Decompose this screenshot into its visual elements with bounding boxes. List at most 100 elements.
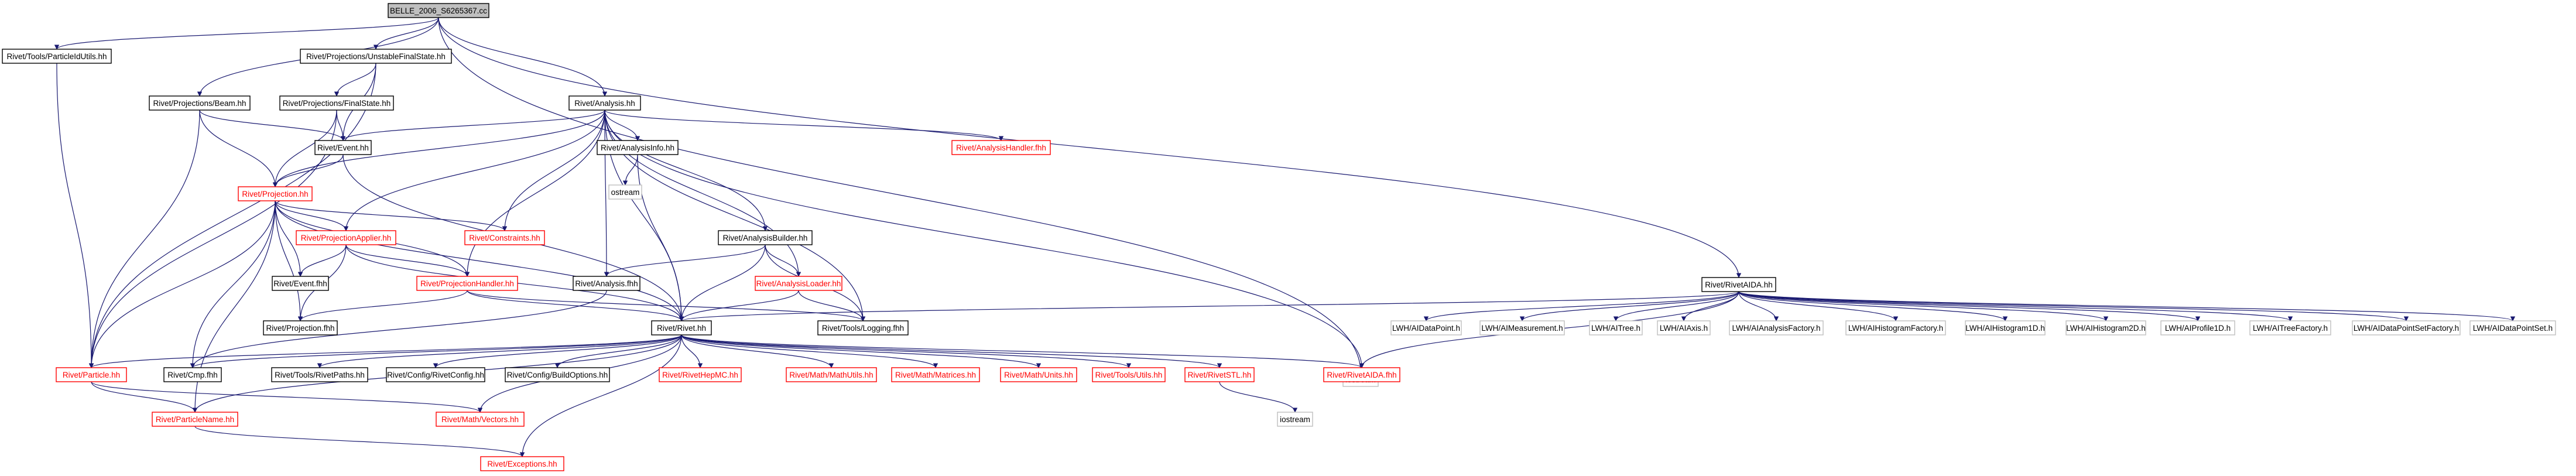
node-analysisf[interactable]: Rivet/Analysis.fhh xyxy=(573,276,640,291)
node-label: LWH/AIHistogramFactory.h xyxy=(1848,324,1943,333)
node-event[interactable]: Rivet/Event.hh xyxy=(314,140,372,155)
edge-analysis-to-analysishandlerf xyxy=(604,109,1004,141)
edge-pidutils-to-particle xyxy=(56,63,94,368)
edge-projection-to-cmp xyxy=(190,200,276,368)
edge-particlename-to-exceptions xyxy=(194,426,525,457)
node-buildoptions[interactable]: Rivet/Config/BuildOptions.hh xyxy=(505,367,610,382)
node-box xyxy=(2352,320,2461,335)
node-projectionf[interactable]: Rivet/Projection.fhh xyxy=(263,320,338,335)
edge-root-to-rivetaida xyxy=(438,17,1742,278)
node-lwh_datapoint[interactable]: LWH/AIDataPoint.h xyxy=(1390,320,1462,335)
node-lwh_profile1d[interactable]: LWH/AIProfile1D.h xyxy=(2160,320,2235,335)
node-label: LWH/AIHistogram1D.h xyxy=(1965,324,2045,333)
node-lwh_dps[interactable]: LWH/AIDataPointSet.h xyxy=(2469,320,2556,335)
node-projapplier[interactable]: Rivet/ProjectionApplier.hh xyxy=(296,230,396,245)
node-analysishandlerf[interactable]: Rivet/AnalysisHandler.fhh xyxy=(951,140,1051,155)
node-box xyxy=(1701,277,1776,292)
node-lwh_axis[interactable]: LWH/AIAxis.h xyxy=(1657,320,1711,335)
node-eventf[interactable]: Rivet/Event.fhh xyxy=(272,276,329,291)
node-box xyxy=(2160,320,2235,335)
edge-analysis-to-analysisf xyxy=(604,109,609,277)
node-label: Rivet/AnalysisInfo.hh xyxy=(601,143,674,152)
node-rivetconfig[interactable]: Rivet/Config/RivetConfig.hh xyxy=(386,367,485,382)
node-iostream_bot[interactable]: iostream xyxy=(1277,412,1313,427)
node-particlename[interactable]: Rivet/ParticleName.hh xyxy=(152,412,238,427)
node-label: BELLE_2006_S6265367.cc xyxy=(390,6,487,15)
node-label: Rivet/RivetHepMC.hh xyxy=(662,371,738,379)
node-box xyxy=(1479,320,1565,335)
node-lwh_histo1d[interactable]: LWH/AIHistogram1D.h xyxy=(1965,320,2046,335)
edge-unstable-to-particle xyxy=(88,63,376,368)
node-label: Rivet/Exceptions.hh xyxy=(487,460,557,468)
node-box xyxy=(1323,367,1400,382)
node-root[interactable]: BELLE_2006_S6265367.cc xyxy=(388,3,489,18)
node-lwh_tree[interactable]: LWH/AITree.h xyxy=(1589,320,1643,335)
edge-rivethh-to-toolsutils xyxy=(681,334,1131,368)
node-toolsutils[interactable]: Rivet/Tools/Utils.hh xyxy=(1092,367,1166,382)
node-label: Rivet/AnalysisHandler.fhh xyxy=(956,143,1046,152)
node-constraints[interactable]: Rivet/Constraints.hh xyxy=(464,230,545,245)
node-cmp[interactable]: Rivet/Cmp.fhh xyxy=(163,367,222,382)
node-particle[interactable]: Rivet/Particle.hh xyxy=(56,367,127,382)
node-pidutils[interactable]: Rivet/Tools/ParticleIdUtils.hh xyxy=(2,49,112,64)
node-box xyxy=(651,320,712,335)
node-rivetpaths[interactable]: Rivet/Tools/RivetPaths.hh xyxy=(271,367,368,382)
node-lwh_analysisfactory[interactable]: LWH/AIAnalysisFactory.h xyxy=(1729,320,1824,335)
node-lwh_histofactory[interactable]: LWH/AIHistogramFactory.h xyxy=(1845,320,1946,335)
node-box xyxy=(314,140,372,155)
node-mathutils[interactable]: Rivet/Math/MathUtils.hh xyxy=(786,367,877,382)
node-exceptions[interactable]: Rivet/Exceptions.hh xyxy=(480,456,564,471)
node-matrices[interactable]: Rivet/Math/Matrices.hh xyxy=(891,367,980,382)
node-lwh_histo2d[interactable]: LWH/AIHistogram2D.h xyxy=(2065,320,2146,335)
node-label: Rivet/Analysis.fhh xyxy=(575,279,638,288)
node-label: Rivet/ProjectionApplier.hh xyxy=(301,234,392,242)
node-unstable[interactable]: Rivet/Projections/UnstableFinalState.hh xyxy=(300,49,452,64)
node-analysisloader[interactable]: Rivet/AnalysisLoader.hh xyxy=(755,276,842,291)
node-label: Rivet/Config/RivetConfig.hh xyxy=(387,371,484,379)
node-lwh_measurement[interactable]: LWH/AIMeasurement.h xyxy=(1479,320,1565,335)
node-lwh_treefactory[interactable]: LWH/AITreeFactory.h xyxy=(2249,320,2331,335)
node-vectors[interactable]: Rivet/Math/Vectors.hh xyxy=(436,412,525,427)
node-label: Rivet/RivetAIDA.hh xyxy=(1705,280,1773,289)
node-analysisinfo[interactable]: Rivet/AnalysisInfo.hh xyxy=(597,140,679,155)
node-box xyxy=(279,95,394,111)
node-label: Rivet/Rivet.hh xyxy=(657,324,706,333)
edge-rivethh-to-rivetconfig xyxy=(433,334,682,368)
node-lwh_dpsfactory[interactable]: LWH/AIDataPointSetFactory.h xyxy=(2352,320,2461,335)
node-label: Rivet/Projection.fhh xyxy=(266,324,334,333)
node-rivetaidaf[interactable]: Rivet/RivetAIDA.fhh xyxy=(1323,367,1400,382)
node-box xyxy=(786,367,877,382)
node-box xyxy=(2065,320,2146,335)
node-rivetaida[interactable]: Rivet/RivetAIDA.hh xyxy=(1701,277,1776,292)
edge-particle-to-vectors xyxy=(91,381,483,413)
node-loggingf[interactable]: Rivet/Tools/Logging.fhh xyxy=(817,320,909,335)
node-finalstate[interactable]: Rivet/Projections/FinalState.hh xyxy=(279,95,394,111)
node-rivethh[interactable]: Rivet/Rivet.hh xyxy=(651,320,712,335)
node-label: Rivet/AnalysisBuilder.hh xyxy=(723,234,808,242)
node-label: Rivet/Analysis.hh xyxy=(574,99,635,108)
node-rivetstl[interactable]: Rivet/RivetSTL.hh xyxy=(1184,367,1255,382)
node-analysisbuilder[interactable]: Rivet/AnalysisBuilder.hh xyxy=(718,230,813,245)
edge-analysisbuilder-to-rivethh xyxy=(679,244,766,321)
node-label: Rivet/Tools/RivetPaths.hh xyxy=(275,371,365,379)
node-ostream[interactable]: ostream xyxy=(608,184,642,200)
node-units[interactable]: Rivet/Math/Units.hh xyxy=(1000,367,1077,382)
node-label: Rivet/Math/MathUtils.hh xyxy=(789,371,873,379)
edge-particle-to-particlename xyxy=(91,381,198,413)
node-box xyxy=(597,140,679,155)
edge-analysis-to-event xyxy=(340,109,605,141)
edge-projection-to-projapplier xyxy=(275,200,349,231)
node-analysis[interactable]: Rivet/Analysis.hh xyxy=(568,95,641,111)
node-box xyxy=(1965,320,2046,335)
edge-analysis-to-analysisinfo xyxy=(604,109,640,141)
node-label: Rivet/Tools/ParticleIdUtils.hh xyxy=(6,52,107,61)
edge-analysis-to-rivetaidaf xyxy=(604,109,1365,368)
edge-analysisf-to-cmp xyxy=(190,290,607,368)
node-projection[interactable]: Rivet/Projection.hh xyxy=(238,186,313,201)
node-rivethepmc[interactable]: Rivet/RivetHepMC.hh xyxy=(659,367,742,382)
node-label: Rivet/ParticleName.hh xyxy=(156,415,234,424)
node-beam[interactable]: Rivet/Projections/Beam.hh xyxy=(149,95,251,111)
node-box xyxy=(1845,320,1946,335)
edge-analysisloader-to-rivethh xyxy=(679,290,799,321)
node-projhandler[interactable]: Rivet/ProjectionHandler.hh xyxy=(416,276,518,291)
